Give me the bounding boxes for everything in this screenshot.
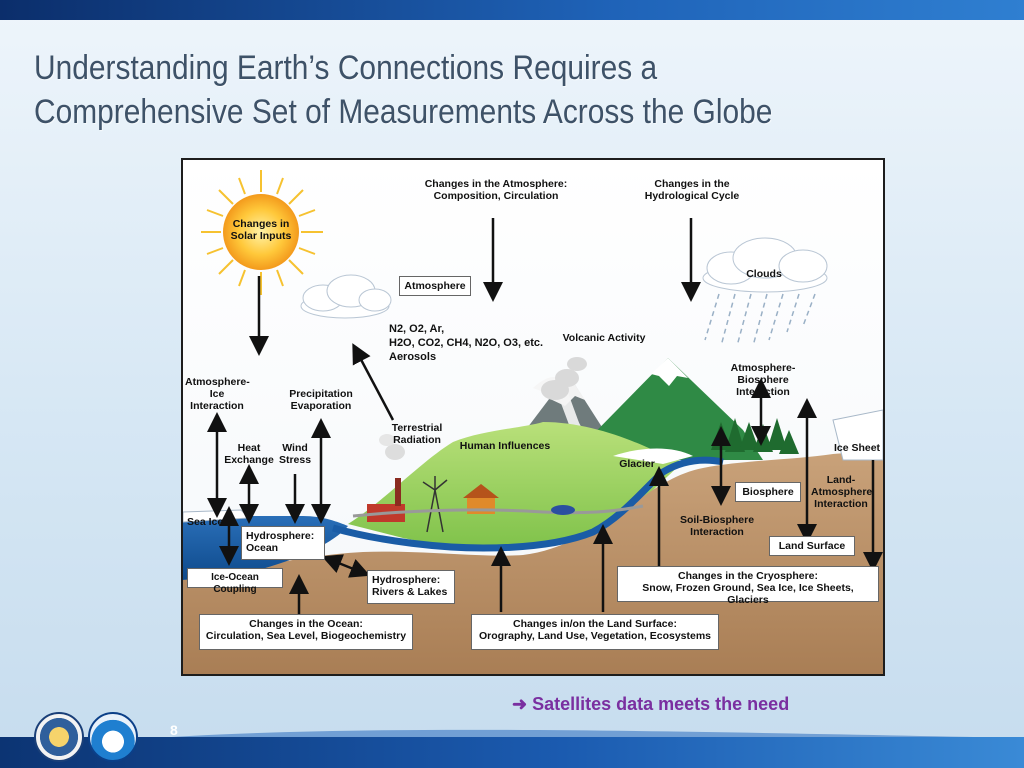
cloud-left-icon xyxy=(300,274,392,319)
top-accent-bar xyxy=(0,0,1024,20)
cryosphere-changes-line-1: Changes in the Cryosphere: xyxy=(677,570,819,582)
atmosphere-ice-line-1: Atmosphere- xyxy=(185,376,250,388)
heat-exchange-line-1: Heat xyxy=(237,442,261,454)
hydrological-cycle-label: Changes in the Hydrological Cycle xyxy=(637,178,747,202)
title-line-2: Comprehensive Set of Measurements Across… xyxy=(34,93,773,131)
atmosphere-box: Atmosphere xyxy=(399,276,471,296)
volcanic-activity-label: Volcanic Activity xyxy=(562,332,646,344)
commerce-seal-icon xyxy=(34,712,84,762)
atmosphere-biosphere-line-1: Atmosphere-Biosphere xyxy=(730,362,796,386)
hydrosphere-ocean-line-1: Hydrosphere: xyxy=(246,530,315,542)
hydrosphere-rivers-line-2: Rivers & Lakes xyxy=(372,586,448,598)
atmosphere-changes-line-2: Composition, Circulation xyxy=(433,190,559,202)
solar-inputs-line-1: Changes in xyxy=(232,218,290,230)
atmosphere-changes-line-1: Changes in the Atmosphere: xyxy=(424,178,568,190)
soil-biosphere-label: Soil-Biosphere Interaction xyxy=(671,514,763,538)
cryosphere-changes-box: Changes in the Cryosphere: Snow, Frozen … xyxy=(617,566,879,606)
sea-ice-label: Sea Ice xyxy=(187,516,224,528)
wind-stress-line-1: Wind xyxy=(282,442,308,454)
rain-icon xyxy=(704,293,816,347)
hydrosphere-rivers-box: Hydrosphere: Rivers & Lakes xyxy=(367,570,455,604)
precipitation-line-1: Precipitation xyxy=(289,388,353,400)
ocean-changes-box: Changes in the Ocean: Circulation, Sea L… xyxy=(199,614,413,650)
wind-stress-label: Wind Stress xyxy=(275,442,315,466)
hydrological-cycle-line-1: Changes in the xyxy=(654,178,730,190)
human-influences-label: Human Influences xyxy=(459,440,551,452)
atmosphere-ice-line-2: Ice xyxy=(209,388,225,400)
hydrological-cycle-line-2: Hydrological Cycle xyxy=(644,190,740,202)
land-surface-changes-box: Changes in/on the Land Surface: Orograph… xyxy=(471,614,719,650)
satellites-tagline-text: Satellites data meets the need xyxy=(532,694,790,714)
ice-sheet-label: Ice Sheet xyxy=(833,442,881,454)
heat-exchange-line-2: Exchange xyxy=(224,454,274,466)
atmosphere-biosphere-line-2: Interaction xyxy=(736,386,790,398)
land-surface-changes-line-2: Orography, Land Use, Vegetation, Ecosyst… xyxy=(478,630,712,642)
hydrosphere-ocean-line-2: Ocean xyxy=(246,542,279,554)
land-atmosphere-line-2: Atmosphere xyxy=(811,486,873,498)
land-surface-box: Land Surface xyxy=(769,536,855,556)
land-atmosphere-line-1: Land- xyxy=(826,474,856,486)
arrow-right-icon: ➜ xyxy=(512,694,533,714)
hydrosphere-rivers-line-1: Hydrosphere: xyxy=(372,574,441,586)
volcanic-smoke xyxy=(541,357,587,400)
soil-biosphere-line-1: Soil-Biosphere xyxy=(679,514,755,526)
solar-inputs-label: Changes in Solar Inputs xyxy=(221,218,301,242)
sun-icon xyxy=(201,170,323,295)
car-icon xyxy=(551,505,575,515)
atmosphere-ice-label: Atmosphere- Ice Interaction xyxy=(185,376,250,412)
heat-exchange-label: Heat Exchange xyxy=(223,442,275,466)
cryosphere-changes-line-2: Snow, Frozen Ground, Sea Ice, Ice Sheets… xyxy=(642,582,854,606)
windmill-icon xyxy=(422,476,448,533)
hydrosphere-ocean-box: Hydrosphere: Ocean xyxy=(241,526,325,560)
atmosphere-biosphere-label: Atmosphere-Biosphere Interaction xyxy=(705,362,821,398)
atmosphere-ice-line-3: Interaction xyxy=(190,400,244,412)
precipitation-label: Precipitation Evaporation xyxy=(283,388,359,412)
biosphere-box: Biosphere xyxy=(735,482,801,502)
title-line-1: Understanding Earth’s Connections Requir… xyxy=(34,49,658,87)
precipitation-line-2: Evaporation xyxy=(290,400,352,412)
soil-biosphere-line-2: Interaction xyxy=(690,526,744,538)
glacier xyxy=(613,448,693,464)
cloud-rain-icon xyxy=(702,237,828,293)
land-atmosphere-line-3: Interaction xyxy=(814,498,868,510)
land-surface-changes-line-1: Changes in/on the Land Surface: xyxy=(513,618,677,630)
page-number: 8 xyxy=(170,722,178,738)
gases-line-2: H2O, CO2, CH4, N2O, O3, etc. xyxy=(389,337,544,349)
gases-label: N2, O2, Ar, H2O, CO2, CH4, N2O, O3, etc.… xyxy=(389,322,559,364)
satellites-tagline: ➜ Satellites data meets the need xyxy=(512,694,789,715)
gases-line-1: N2, O2, Ar, xyxy=(389,323,445,335)
noaa-logo-icon xyxy=(88,712,138,762)
ocean-changes-line-2: Circulation, Sea Level, Biogeochemistry xyxy=(205,630,407,642)
terrestrial-radiation-line-2: Radiation xyxy=(393,434,441,446)
terrestrial-radiation-label: Terrestrial Radiation xyxy=(385,422,449,446)
land-atmosphere-label: Land- Atmosphere Interaction xyxy=(811,474,873,510)
solar-inputs-line-2: Solar Inputs xyxy=(230,230,292,242)
footer-band xyxy=(0,737,1024,768)
slide-title: Understanding Earth’s Connections Requir… xyxy=(34,46,879,134)
earth-system-diagram: Changes in Solar Inputs Changes in the A… xyxy=(181,158,885,676)
ocean-changes-line-1: Changes in the Ocean: xyxy=(249,618,363,630)
terrestrial-radiation-line-1: Terrestrial xyxy=(391,422,443,434)
aerosols-label: Aerosols xyxy=(389,351,437,363)
ice-sheet xyxy=(832,409,883,461)
land-area xyxy=(348,422,683,550)
atmosphere-changes-label: Changes in the Atmosphere: Composition, … xyxy=(411,178,581,202)
ice-ocean-coupling-box: Ice-Ocean Coupling xyxy=(187,568,283,595)
clouds-label: Clouds xyxy=(746,268,782,280)
wind-stress-line-2: Stress xyxy=(278,454,312,466)
glacier-label: Glacier xyxy=(619,458,655,470)
road xyxy=(352,504,644,518)
